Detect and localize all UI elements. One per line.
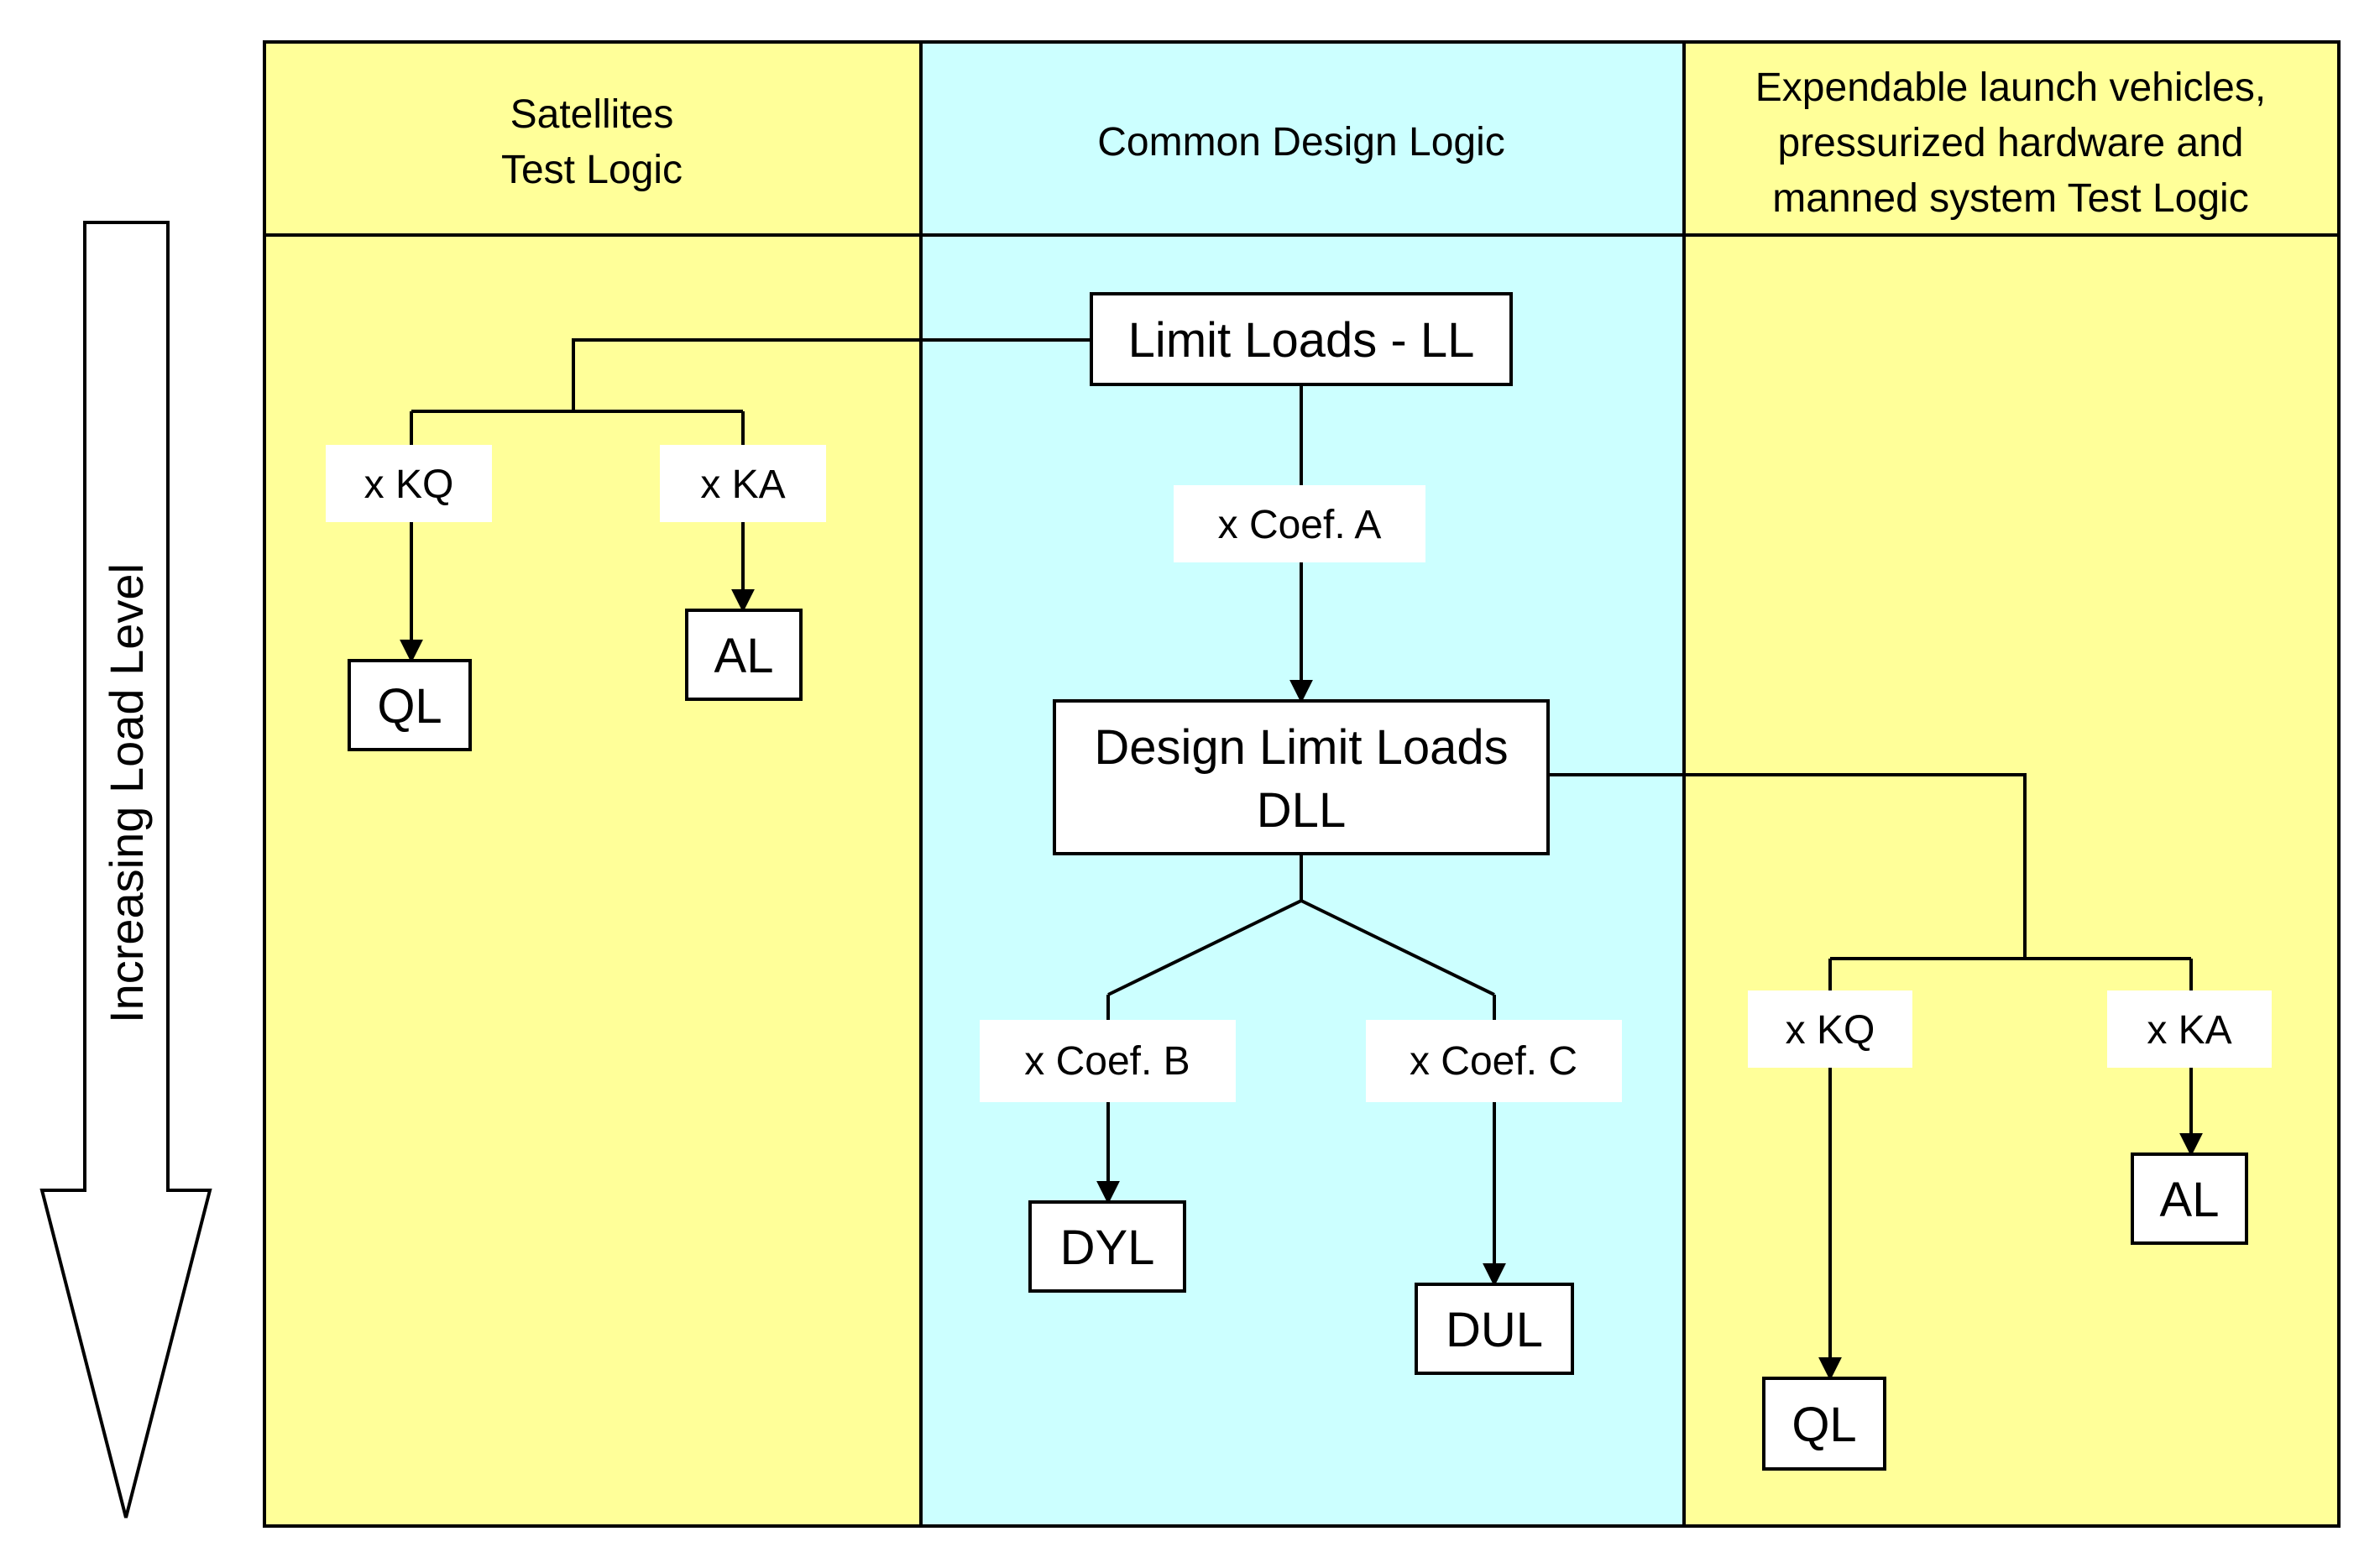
- center-header: Common Design Logic: [1097, 120, 1505, 165]
- right-header-line2: pressurized hardware and: [1778, 121, 2244, 165]
- dll-to-right-connector: [1549, 773, 2027, 959]
- right-al-label: AL: [2160, 1173, 2220, 1227]
- design-limit-loads-line2: DLL: [1257, 783, 1346, 838]
- left-al-label: AL: [714, 629, 774, 683]
- right-kq-label-bg: [1748, 990, 1912, 1068]
- right-kq-label: x KQ: [1786, 1008, 1875, 1053]
- dyl-box: [1028, 1200, 1186, 1293]
- design-limit-loads-line1: Design Limit Loads: [1094, 720, 1508, 775]
- left-ka-label-bg: [660, 445, 826, 522]
- right-panel: [1682, 40, 2341, 1528]
- axis-label: Increasing Load Level: [100, 563, 153, 1023]
- coef-a-label-bg: [1174, 485, 1425, 562]
- limit-loads-box: [1090, 292, 1513, 386]
- coef-b-label-bg: [980, 1020, 1236, 1102]
- right-header-line3: manned system Test Logic: [1772, 176, 2248, 221]
- right-al-box: [2131, 1152, 2248, 1245]
- dul-box: [1415, 1283, 1574, 1375]
- increasing-load-arrow: [39, 221, 212, 1518]
- dll-split-connector-right: [1300, 899, 1495, 996]
- coef-c-label-bg: [1366, 1020, 1622, 1102]
- left-ka-label: x KA: [700, 463, 785, 507]
- right-header-line1: Expendable launch vehicles,: [1755, 65, 2266, 110]
- right-ql-box: [1762, 1377, 1886, 1471]
- dul-label: DUL: [1446, 1303, 1543, 1357]
- left-header-line2: Test Logic: [501, 148, 683, 192]
- ll-to-left-connector: [572, 338, 1091, 411]
- left-al-box: [685, 609, 803, 701]
- left-ql-box: [348, 659, 472, 751]
- limit-loads-label: Limit Loads - LL: [1128, 313, 1475, 368]
- dyl-label: DYL: [1060, 1220, 1155, 1275]
- coef-c-label: x Coef. C: [1410, 1039, 1577, 1084]
- left-kq-label-bg: [326, 445, 492, 522]
- left-panel: [263, 40, 923, 1528]
- coef-a-label: x Coef. A: [1218, 503, 1382, 547]
- left-ql-label: QL: [377, 679, 442, 734]
- right-ka-label-bg: [2107, 990, 2272, 1068]
- design-limit-loads-box: [1053, 699, 1550, 855]
- left-kq-label: x KQ: [364, 463, 454, 507]
- coef-b-label: x Coef. B: [1024, 1039, 1190, 1084]
- right-ka-label: x KA: [2147, 1008, 2231, 1053]
- right-ql-label: QL: [1791, 1398, 1856, 1452]
- left-header-line1: Satellites: [510, 92, 674, 137]
